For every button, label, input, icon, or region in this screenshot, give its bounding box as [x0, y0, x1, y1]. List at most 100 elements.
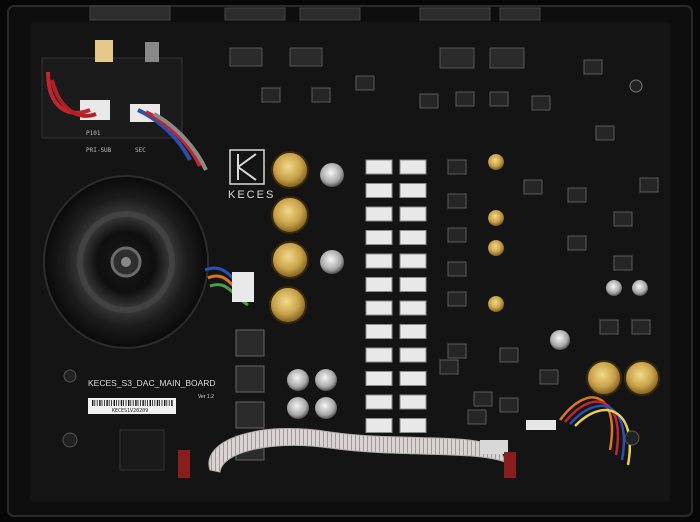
ic-chip [567, 235, 587, 251]
barcode-bar [164, 400, 166, 406]
ic-chip [447, 227, 467, 243]
barcode-bar [101, 400, 103, 406]
ic-chip [439, 359, 459, 375]
barcode-bar [128, 400, 130, 406]
relay [399, 371, 427, 386]
barcode-bar [166, 400, 168, 406]
relay [365, 371, 393, 386]
ic-chip [567, 187, 587, 203]
barcode-bar [94, 400, 96, 406]
ic-chip [355, 75, 375, 91]
ic-chip [499, 347, 519, 363]
barcode-bar [137, 400, 139, 406]
ic-chip [447, 291, 467, 307]
relay [365, 183, 393, 198]
ic-chip [489, 91, 509, 107]
ic-chip [447, 159, 467, 175]
relay [399, 300, 427, 316]
barcode-bar [96, 400, 98, 406]
ic-chip [613, 255, 633, 271]
barcode-bar [159, 400, 160, 406]
ic-chip [583, 59, 603, 75]
barcode-bar [123, 400, 124, 406]
rear-connectors [89, 5, 541, 21]
output-capacitors [550, 330, 660, 396]
output-wires [526, 396, 631, 466]
barcode-bar [104, 400, 105, 406]
ic-chip [447, 343, 467, 359]
keces-logo: KECES [228, 149, 275, 201]
barcode-bar [113, 400, 115, 406]
ic-chip [639, 177, 659, 193]
barcode-bar [154, 400, 156, 406]
relay [365, 300, 393, 316]
relay [365, 230, 393, 245]
board-version: Ver 1.2 [198, 394, 214, 400]
film-capacitors [287, 369, 337, 419]
barcode-bar [144, 400, 146, 406]
ic-chip [539, 369, 559, 385]
relay [365, 253, 393, 269]
ic-chip [311, 87, 331, 103]
barcode-bar [161, 400, 163, 406]
silk-p101: P101 [86, 130, 101, 137]
barcode-bar [152, 400, 153, 406]
ic-chip [523, 179, 543, 195]
ic-chip [613, 211, 633, 227]
ic-chip [419, 93, 439, 109]
ic-chip [447, 261, 467, 277]
ribbon-cable [208, 428, 506, 473]
barcode-bar [142, 400, 144, 406]
ic-chip [595, 125, 615, 141]
barcode-bar [147, 400, 148, 406]
barcode-bar [99, 400, 101, 406]
relay [365, 277, 393, 292]
barcode-bar [132, 400, 134, 406]
relay [365, 324, 393, 339]
ic-chip [631, 319, 651, 335]
barcode-bar [116, 400, 117, 406]
silk-pri-sub: PRI-SUB [86, 147, 112, 154]
barcode-bar [156, 400, 159, 406]
barcode-bar [118, 400, 120, 406]
barcode-bar [149, 400, 151, 406]
barcode-bar [130, 400, 132, 406]
barcode-bar [92, 400, 94, 406]
ribbon-connector [480, 440, 508, 454]
relay [399, 347, 427, 363]
barcode-bar [135, 400, 137, 406]
ic-chip [531, 95, 551, 111]
relay [399, 253, 427, 269]
relay [365, 394, 393, 410]
relay-array [365, 159, 427, 433]
relay [399, 394, 427, 410]
power-connector [41, 40, 183, 139]
serial-text: KECES1V20209 [112, 408, 148, 414]
toroidal-transformer [43, 175, 209, 349]
silk-sec: SEC [135, 147, 146, 154]
relay [399, 159, 427, 175]
ic-chip [473, 391, 493, 407]
relay [365, 159, 393, 175]
barcode-bar [120, 400, 123, 406]
relay [399, 230, 427, 245]
board-label: KECES_S3_DAC_MAIN_BOARD [88, 378, 216, 388]
relay [399, 418, 427, 433]
barcode-bar [111, 400, 112, 406]
relay [365, 347, 393, 363]
serial-sticker: KECES1V20209 [88, 398, 176, 414]
ic-chips [261, 59, 659, 425]
relay [365, 206, 393, 222]
logo-text: KECES [228, 189, 275, 201]
ic-chip [261, 87, 281, 103]
relay [399, 277, 427, 292]
barcode-bar [106, 400, 108, 406]
top-regulators [229, 47, 525, 69]
front-jacks [62, 79, 643, 478]
ic-chip [467, 409, 487, 425]
ic-chip [499, 397, 519, 413]
barcode-bar [108, 400, 110, 406]
relay [399, 183, 427, 198]
ic-chip [455, 91, 475, 107]
